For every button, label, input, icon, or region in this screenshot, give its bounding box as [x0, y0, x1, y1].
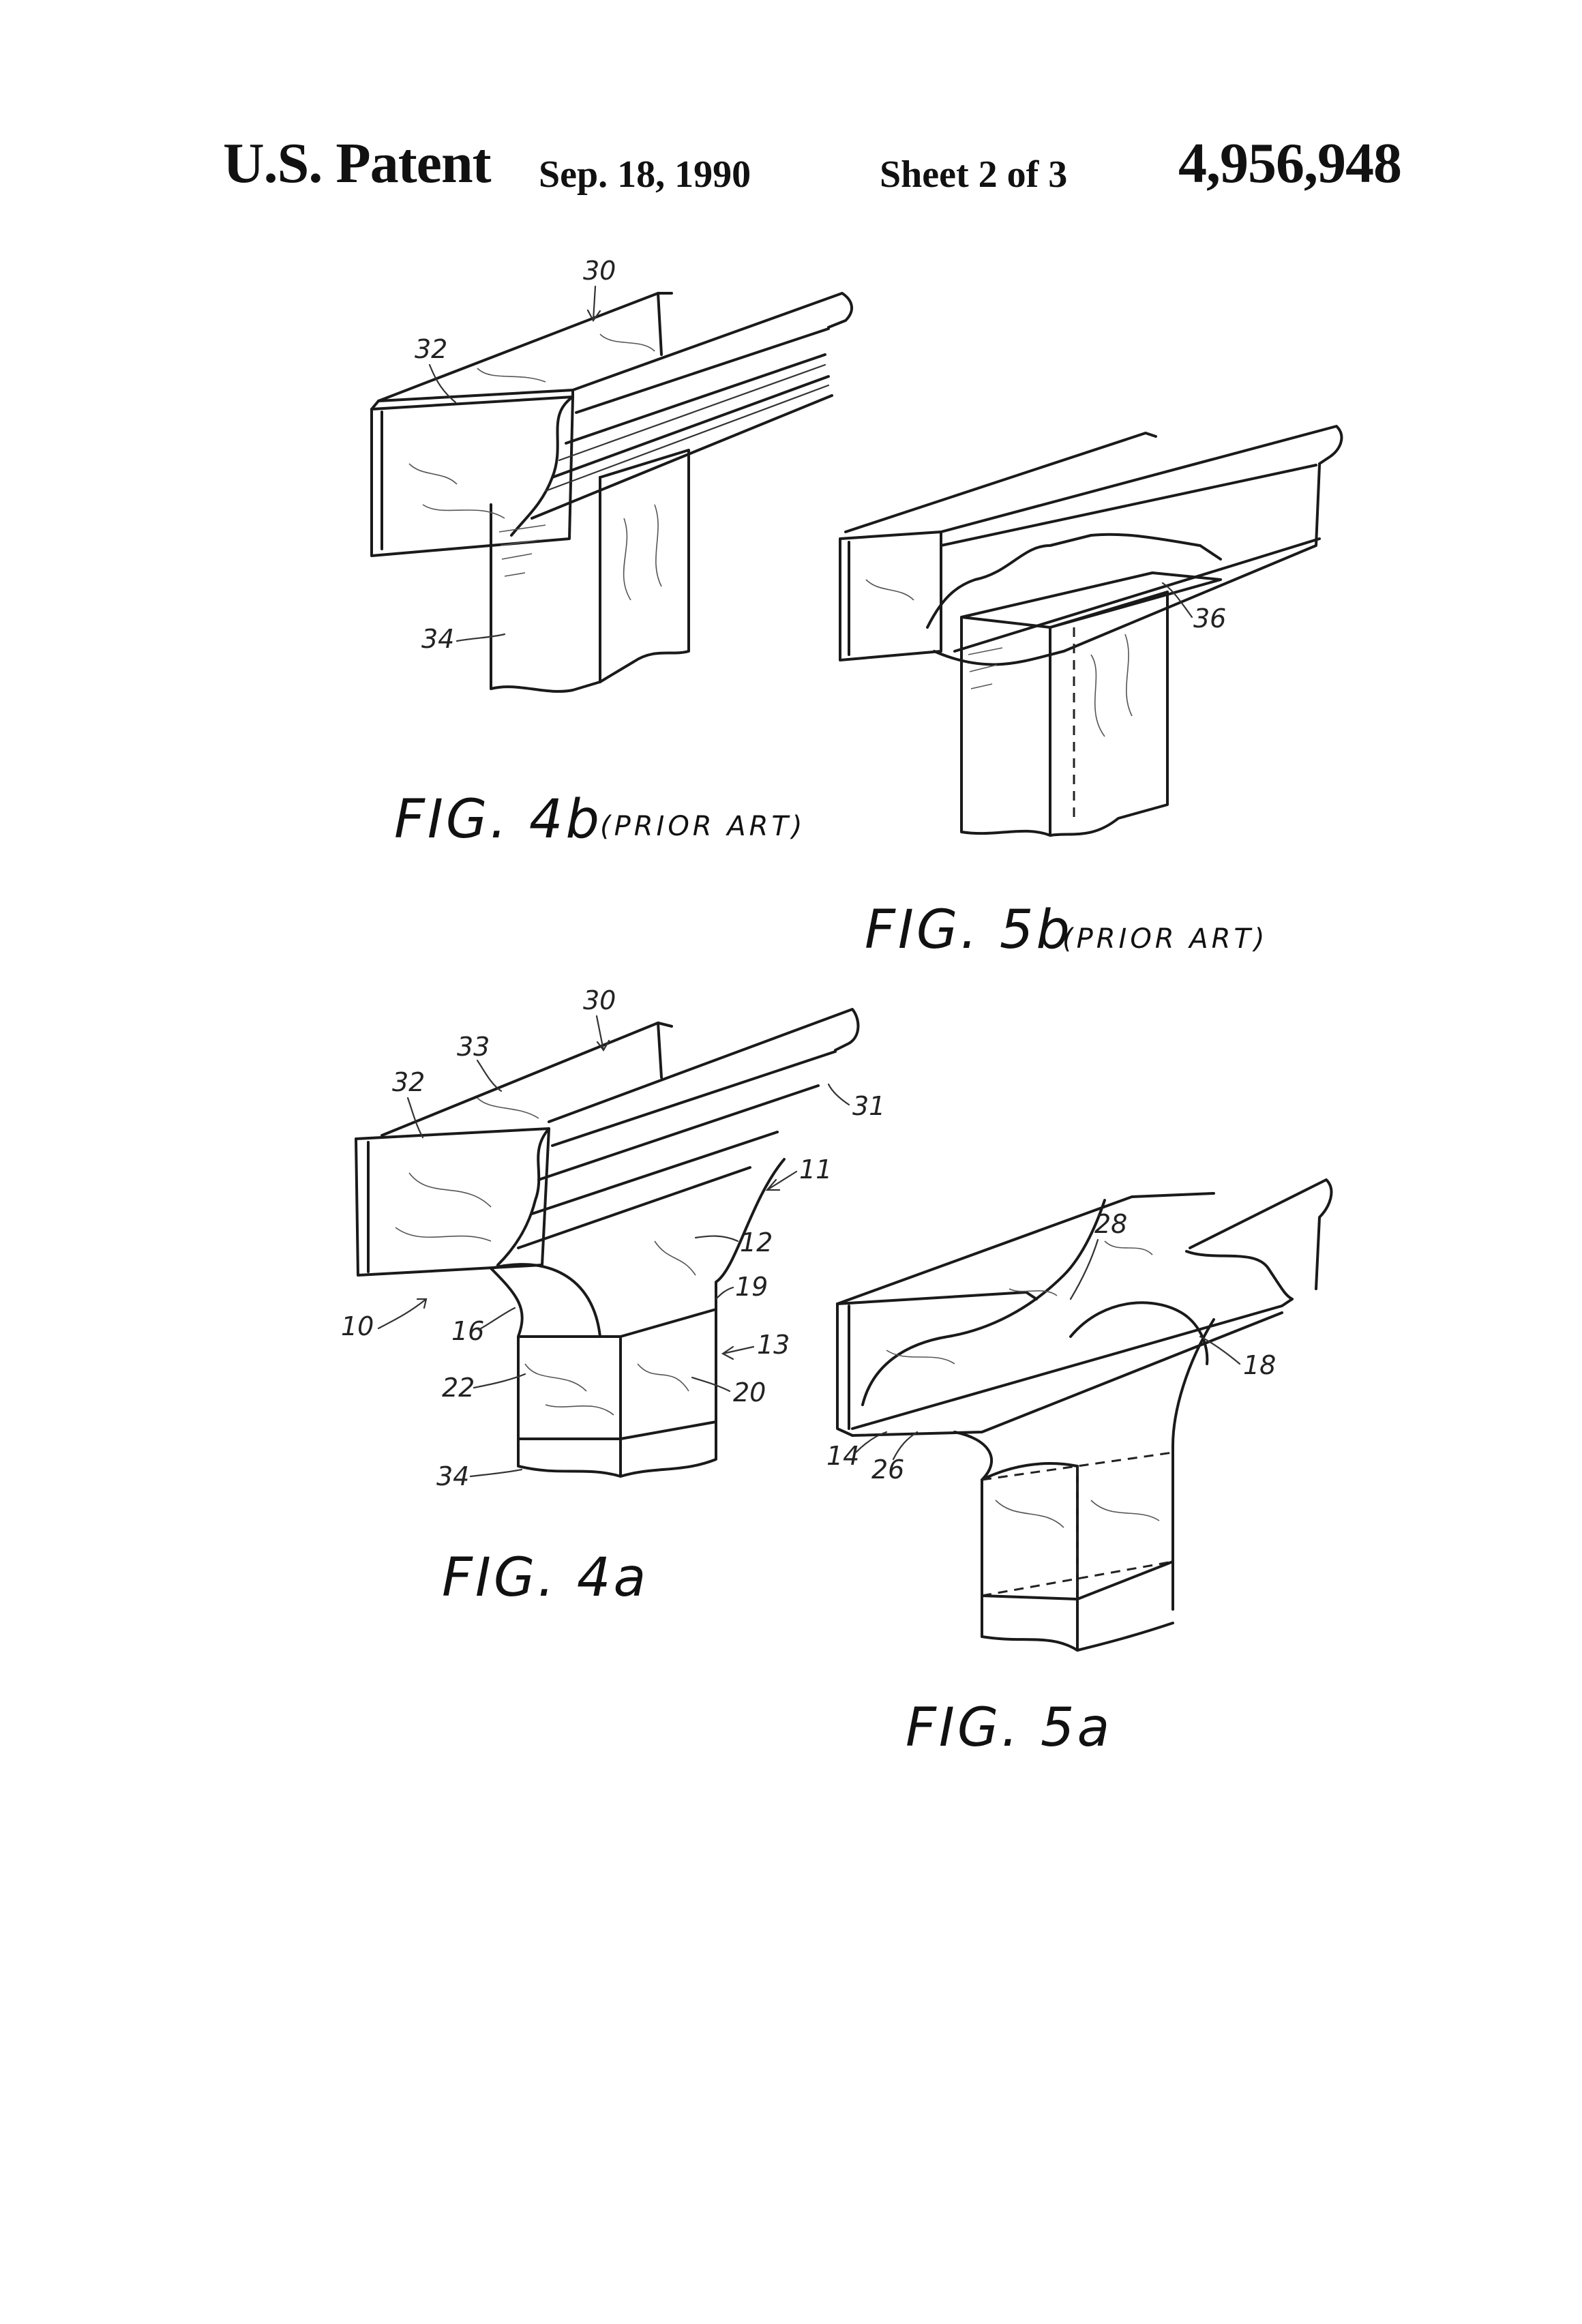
ref-10-4a: 10: [341, 1311, 374, 1341]
ref-16-4a: 16: [451, 1316, 484, 1346]
figure-5b: [840, 426, 1341, 835]
ref-33-4a: 33: [457, 1032, 490, 1062]
ref-11-4a: 11: [799, 1154, 832, 1185]
ref-28-5a: 28: [1094, 1209, 1127, 1239]
figure-5a: [837, 1180, 1331, 1650]
ref-34-4a: 34: [436, 1461, 469, 1491]
fig-5b-prior-art: (PRIOR ART): [1062, 923, 1268, 955]
ref-36-5b: 36: [1193, 604, 1226, 634]
ref-22-4a: 22: [442, 1373, 475, 1403]
fig-4b-prior-art: (PRIOR ART): [600, 811, 806, 842]
fig-4a-label: FIG. 4a: [442, 1547, 648, 1609]
ref-30-4a: 30: [583, 985, 616, 1015]
fig-5b-label: FIG. 5b: [865, 899, 1073, 961]
ref-14-5a: 14: [826, 1441, 859, 1471]
fig-4b-label: FIG. 4b: [394, 789, 602, 850]
figure-4a: [356, 1009, 858, 1476]
ref-20-4a: 20: [733, 1377, 766, 1407]
ref-26-5a: 26: [871, 1455, 904, 1485]
ref-32-4a: 32: [392, 1067, 425, 1097]
ref-34-4b: 34: [421, 624, 454, 654]
ref-32-4b: 32: [415, 334, 447, 364]
ref-13-4a: 13: [757, 1330, 790, 1360]
ref-30-4b: 30: [583, 256, 616, 286]
fig-5a-label: FIG. 5a: [906, 1697, 1112, 1759]
ref-19-4a: 19: [735, 1272, 768, 1302]
ref-18-5a: 18: [1243, 1350, 1276, 1380]
ref-31-4a: 31: [852, 1091, 885, 1121]
ref-12-4a: 12: [740, 1227, 773, 1257]
